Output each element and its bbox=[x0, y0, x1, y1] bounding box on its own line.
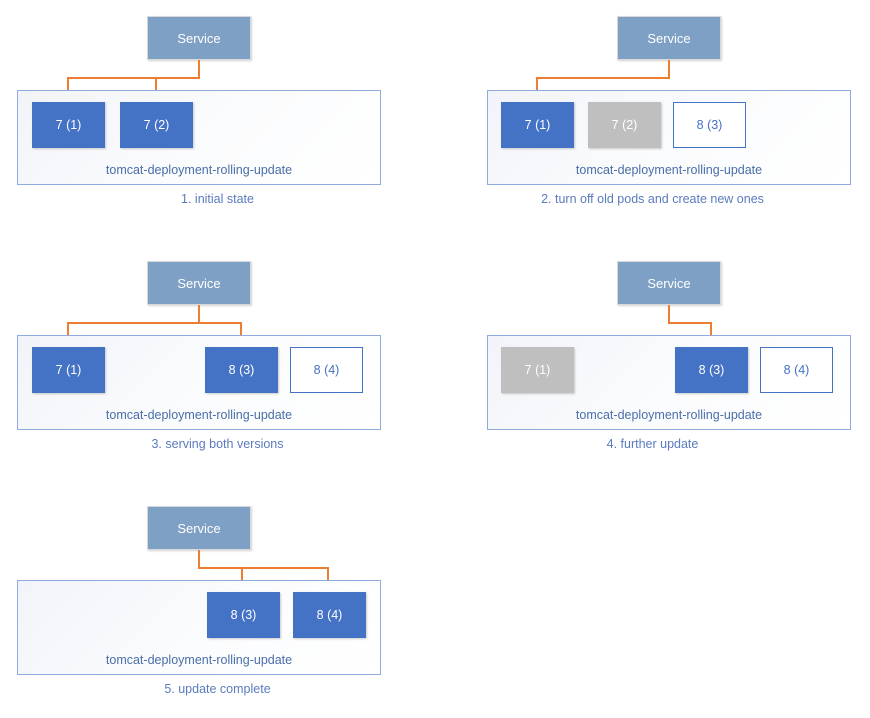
deployment-name-label: tomcat-deployment-rolling-update bbox=[575, 163, 763, 177]
pod-8-4[interactable]: 8 (4) bbox=[293, 592, 366, 638]
panel-caption: 2. turn off old pods and create new ones bbox=[541, 192, 764, 206]
pod-8-3[interactable]: 8 (3) bbox=[205, 347, 278, 393]
pod-7-2[interactable]: 7 (2) bbox=[588, 102, 661, 148]
service-box[interactable]: Service bbox=[617, 16, 721, 60]
panel-further-update: Service tomcat-deployment-rolling-update… bbox=[435, 245, 870, 475]
service-box[interactable]: Service bbox=[617, 261, 721, 305]
pod-7-1[interactable]: 7 (1) bbox=[32, 102, 105, 148]
panel-caption: 4. further update bbox=[606, 437, 699, 451]
service-box[interactable]: Service bbox=[147, 506, 251, 550]
service-box[interactable]: Service bbox=[147, 261, 251, 305]
deployment-name-label: tomcat-deployment-rolling-update bbox=[105, 653, 293, 667]
deployment-name-label: tomcat-deployment-rolling-update bbox=[575, 408, 763, 422]
pod-7-1[interactable]: 7 (1) bbox=[32, 347, 105, 393]
pod-8-3[interactable]: 8 (3) bbox=[673, 102, 746, 148]
pod-8-4[interactable]: 8 (4) bbox=[760, 347, 833, 393]
panel-caption: 5. update complete bbox=[164, 682, 271, 696]
pod-7-2[interactable]: 7 (2) bbox=[120, 102, 193, 148]
panel-update-complete: Service tomcat-deployment-rolling-update… bbox=[0, 490, 435, 718]
panel-initial-state: Service tomcat-deployment-rolling-update… bbox=[0, 0, 435, 230]
panel-caption: 3. serving both versions bbox=[151, 437, 284, 451]
panel-caption: 1. initial state bbox=[181, 192, 254, 206]
pod-8-3[interactable]: 8 (3) bbox=[207, 592, 280, 638]
pod-7-1[interactable]: 7 (1) bbox=[501, 347, 574, 393]
deployment-name-label: tomcat-deployment-rolling-update bbox=[105, 163, 293, 177]
service-box[interactable]: Service bbox=[147, 16, 251, 60]
panel-serving-both-versions: Service tomcat-deployment-rolling-update… bbox=[0, 245, 435, 475]
pod-8-4[interactable]: 8 (4) bbox=[290, 347, 363, 393]
deployment-name-label: tomcat-deployment-rolling-update bbox=[105, 408, 293, 422]
pod-8-3[interactable]: 8 (3) bbox=[675, 347, 748, 393]
pod-7-1[interactable]: 7 (1) bbox=[501, 102, 574, 148]
panel-turn-off-old-pods: Service tomcat-deployment-rolling-update… bbox=[435, 0, 870, 230]
